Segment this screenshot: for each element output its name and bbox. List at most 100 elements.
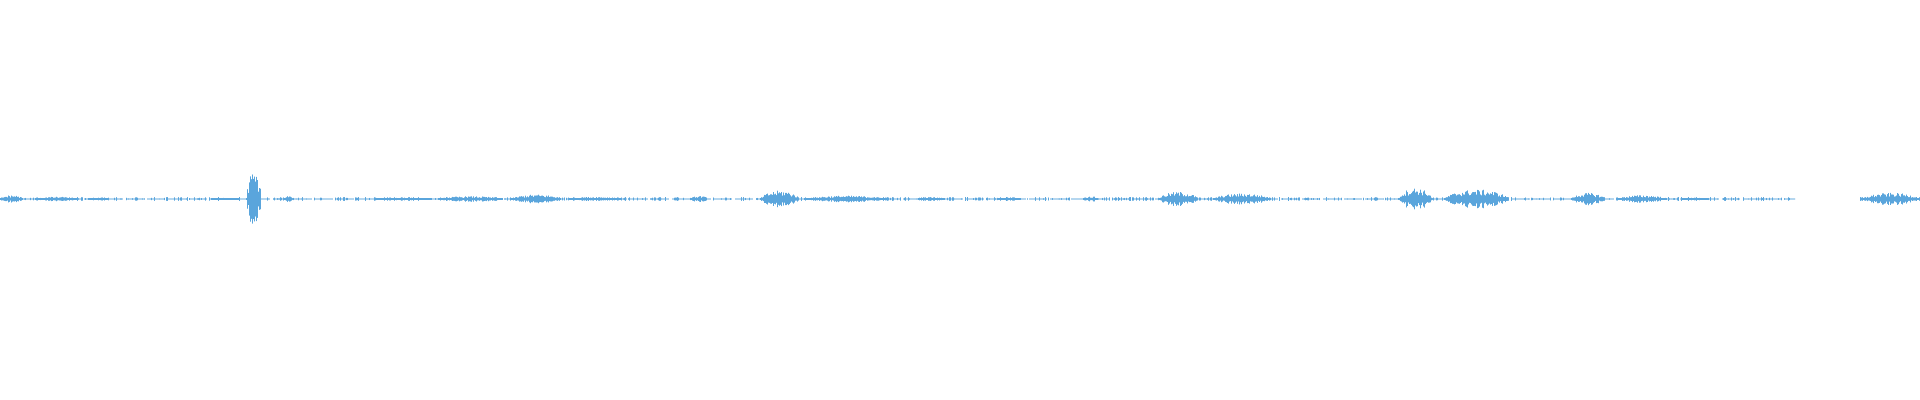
waveform-sample — [296, 198, 297, 200]
waveform-sample — [1177, 193, 1178, 205]
waveform-sample — [1663, 198, 1664, 200]
waveform-sample — [986, 197, 987, 201]
waveform-sample — [1167, 196, 1168, 202]
waveform-sample — [1474, 192, 1475, 206]
waveform-sample — [1905, 196, 1906, 202]
waveform-sample — [1899, 195, 1900, 203]
waveform-sample — [211, 198, 212, 200]
waveform-sample — [1421, 192, 1422, 206]
waveform-sample — [1914, 197, 1915, 201]
waveform-sample — [174, 197, 175, 201]
waveform-sample — [1871, 195, 1872, 203]
waveform-sample — [1595, 197, 1596, 201]
waveform-sample — [841, 196, 842, 202]
waveform-sample — [770, 194, 771, 204]
waveform-sample — [725, 197, 726, 201]
waveform-sample — [1464, 194, 1465, 204]
waveform-sample — [579, 198, 580, 201]
waveform-sample — [619, 198, 620, 200]
waveform-sample — [982, 197, 983, 201]
waveform-sample — [483, 196, 484, 202]
waveform-sample — [1347, 198, 1348, 200]
waveform-sample — [1588, 192, 1589, 206]
waveform-sample — [1502, 194, 1503, 204]
waveform-sample — [935, 198, 936, 200]
waveform-sample — [856, 196, 857, 202]
waveform-sample — [1870, 196, 1871, 201]
waveform-sample — [408, 197, 409, 201]
waveform-sample — [870, 197, 871, 201]
waveform-sample — [797, 196, 798, 202]
waveform-sample — [1659, 197, 1660, 201]
waveform-sample — [1019, 198, 1020, 200]
waveform-sample — [422, 198, 423, 200]
waveform-sample — [1409, 194, 1410, 204]
waveform-sample — [1561, 197, 1562, 201]
waveform-sample — [504, 198, 505, 200]
waveform-sample — [1204, 197, 1205, 201]
waveform-sample — [480, 197, 481, 201]
waveform-sample — [1584, 194, 1585, 204]
waveform-sample — [1059, 198, 1060, 200]
waveform-sample — [543, 196, 544, 203]
waveform-sample — [577, 198, 578, 200]
waveform-sample — [904, 197, 905, 201]
waveform-sample — [1906, 194, 1907, 204]
waveform-sample — [1005, 198, 1006, 201]
waveform-sample — [726, 197, 727, 201]
waveform-sample — [1168, 193, 1169, 205]
waveform-sample — [1425, 193, 1426, 205]
waveform-sample — [519, 196, 520, 202]
waveform-sample — [633, 197, 634, 201]
waveform-sample — [1876, 196, 1877, 202]
waveform-sample — [595, 198, 596, 200]
waveform-sample — [1475, 191, 1476, 207]
waveform-sample — [1058, 198, 1059, 200]
waveform-sample — [284, 198, 285, 200]
waveform-sample — [1913, 197, 1914, 201]
waveform-sample — [7, 197, 8, 201]
waveform-sample — [1539, 198, 1540, 200]
waveform-sample — [1004, 198, 1005, 200]
waveform-sample — [1619, 198, 1620, 200]
waveform-sample — [1, 197, 2, 201]
waveform-sample — [557, 198, 558, 200]
waveform-sample — [1579, 196, 1580, 202]
waveform-sample — [743, 197, 744, 201]
waveform-sample — [1637, 195, 1638, 203]
waveform-sample — [1268, 198, 1269, 200]
waveform-sample — [219, 198, 220, 200]
waveform-sample — [1145, 197, 1146, 201]
waveform-sample — [1875, 196, 1876, 202]
waveform-sample — [430, 198, 431, 200]
waveform-sample — [42, 198, 43, 200]
waveform-sample — [378, 198, 379, 200]
waveform-sample — [1628, 197, 1629, 201]
waveform-sample — [1027, 198, 1028, 200]
waveform-sample — [564, 197, 565, 201]
waveform-sample — [1468, 193, 1469, 205]
waveform-sample — [1035, 197, 1036, 201]
waveform-sample — [1269, 198, 1270, 200]
waveform-sample — [1889, 196, 1890, 202]
waveform-sample — [702, 196, 703, 202]
waveform-sample — [38, 198, 39, 200]
waveform-sample — [92, 198, 93, 200]
waveform-sample — [941, 197, 942, 201]
waveform-sample — [1641, 197, 1642, 202]
waveform-sample — [16, 195, 17, 203]
waveform-sample — [1894, 196, 1895, 202]
waveform-sample — [657, 198, 658, 200]
waveform-sample — [1524, 198, 1525, 200]
waveform-sample — [1196, 197, 1197, 201]
waveform-sample — [785, 192, 786, 206]
waveform-sample — [1643, 195, 1644, 203]
waveform-sample — [1174, 195, 1175, 203]
waveform-sample — [593, 197, 594, 201]
waveform-sample — [1114, 198, 1115, 200]
waveform-sample — [1197, 197, 1198, 201]
waveform-sample — [556, 197, 557, 201]
waveform-sample — [428, 198, 429, 200]
waveform-sample — [301, 198, 302, 200]
